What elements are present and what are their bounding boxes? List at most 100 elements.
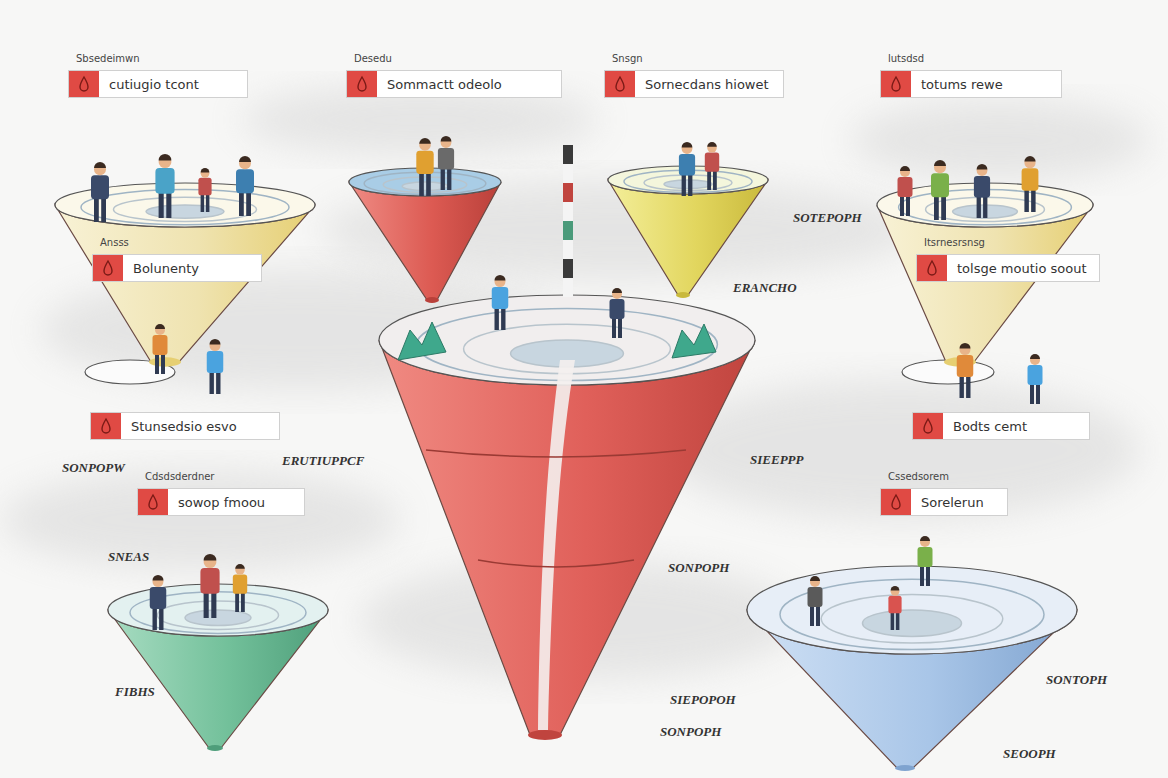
funnel-swirl xyxy=(185,610,251,626)
floating-label: SEOOPH xyxy=(1003,746,1056,762)
box-text: sowop fmoou xyxy=(168,495,275,510)
box-text: Sommactt odeolo xyxy=(377,77,512,92)
funnel-tip xyxy=(528,730,562,740)
label-box: DeseduSommactt odeolo xyxy=(346,52,562,98)
red-icon xyxy=(69,71,99,97)
pole-stripe xyxy=(563,164,573,183)
pole-stripe xyxy=(563,183,573,202)
floating-label: SONTOPH xyxy=(1046,672,1107,688)
box-heading: Desedu xyxy=(354,52,562,66)
funnel-body xyxy=(55,205,315,362)
floating-label: SOTEPOPH xyxy=(793,210,862,226)
box-frame: Sornecdans hiowet xyxy=(604,70,784,98)
red-icon xyxy=(138,489,168,515)
label-box: AnsssBolunenty xyxy=(92,236,262,282)
person-figure xyxy=(931,160,949,220)
funnel-swirl xyxy=(664,180,712,188)
label-box: CssedsoremSorelerun xyxy=(880,470,1008,516)
pole-stripe xyxy=(563,259,573,278)
red-icon xyxy=(605,71,635,97)
box-frame: sowop fmoou xyxy=(137,488,305,516)
person-figure xyxy=(150,575,167,630)
box-frame: Sorelerun xyxy=(880,488,1008,516)
person-figure xyxy=(888,586,901,630)
box-frame: tolsge moutio soout xyxy=(916,254,1100,282)
person-figure xyxy=(91,162,109,222)
person-figure xyxy=(200,554,219,618)
box-text: Sornecdans hiowet xyxy=(635,77,779,92)
pole-stripe xyxy=(563,202,573,221)
funnel-swirl xyxy=(644,175,732,190)
funnel xyxy=(349,168,501,303)
red-icon xyxy=(913,413,943,439)
person-figure xyxy=(918,536,933,586)
funnel xyxy=(379,295,755,740)
box-heading: Sbsedeimwn xyxy=(76,52,248,66)
box-heading: lutsdsd xyxy=(888,52,1062,66)
person-figure xyxy=(416,138,433,196)
floating-label: ERANCHO xyxy=(733,280,797,296)
funnel-swirl xyxy=(383,177,467,192)
box-text: totums rewe xyxy=(911,77,1013,92)
person-figure xyxy=(957,343,974,398)
funnel xyxy=(608,166,768,298)
box-text: Bolunenty xyxy=(123,261,209,276)
funnel-tip xyxy=(425,297,439,303)
red-icon xyxy=(91,413,121,439)
person-figure xyxy=(610,288,625,338)
person-figure xyxy=(155,154,174,218)
funnel-tip xyxy=(895,765,915,771)
funnel-body xyxy=(877,205,1093,362)
mountain-icon xyxy=(398,322,446,360)
funnel-body xyxy=(349,182,501,300)
funnel-swirl xyxy=(821,595,1003,643)
funnel xyxy=(747,566,1077,771)
floating-label: ERUTIUPPCF xyxy=(282,453,364,469)
person-figure xyxy=(1022,156,1039,212)
funnel-swirl xyxy=(158,601,279,630)
box-heading: Cssedsorem xyxy=(888,470,1008,484)
funnel-rim xyxy=(747,566,1077,654)
funnels xyxy=(55,166,1093,771)
red-icon xyxy=(881,71,911,97)
label-box: Sbsedeimwn cutiugio tcont xyxy=(68,52,248,98)
box-frame: Bolunenty xyxy=(92,254,262,282)
funnel-swirl xyxy=(863,610,962,636)
striped-pole xyxy=(563,145,573,297)
label-box: lutsdsd totums rewe xyxy=(880,52,1062,98)
box-heading: Cdsdsderdner xyxy=(145,470,305,484)
red-icon xyxy=(917,255,947,281)
red-icon xyxy=(881,489,911,515)
funnel-swirl xyxy=(81,190,289,225)
floating-label: SIEPOPOH xyxy=(670,692,736,708)
box-frame: Bodts cemt xyxy=(912,412,1090,440)
person-figure xyxy=(705,142,719,190)
label-box: SnsgnSornecdans hiowet xyxy=(604,52,784,98)
funnel-swirl xyxy=(364,172,486,194)
person-figure xyxy=(207,339,224,394)
label-box: Cdsdsderdner sowop fmoou xyxy=(137,470,305,516)
person-figure xyxy=(492,275,509,330)
box-frame: Sommactt odeolo xyxy=(346,70,562,98)
funnel-tip xyxy=(676,292,690,298)
person-figure xyxy=(198,168,211,212)
label-box: Bodts cemt xyxy=(912,412,1090,440)
box-heading: Itsrnesrsnsg xyxy=(924,236,1100,250)
funnel xyxy=(108,584,328,751)
box-text: cutiugio tcont xyxy=(99,77,209,92)
pole-stripe xyxy=(563,240,573,259)
floating-label: SNEAS xyxy=(108,549,149,565)
people xyxy=(91,136,1043,630)
funnel-body xyxy=(379,340,755,735)
floating-label: SONPOPH xyxy=(668,560,729,576)
funnel-swirl xyxy=(780,579,1044,649)
box-heading: Snsgn xyxy=(612,52,784,66)
funnel-streak xyxy=(538,360,575,730)
pole-stripe xyxy=(563,278,573,297)
person-figure xyxy=(1028,354,1043,404)
person-figure xyxy=(898,166,913,216)
funnel-tip xyxy=(207,745,223,751)
